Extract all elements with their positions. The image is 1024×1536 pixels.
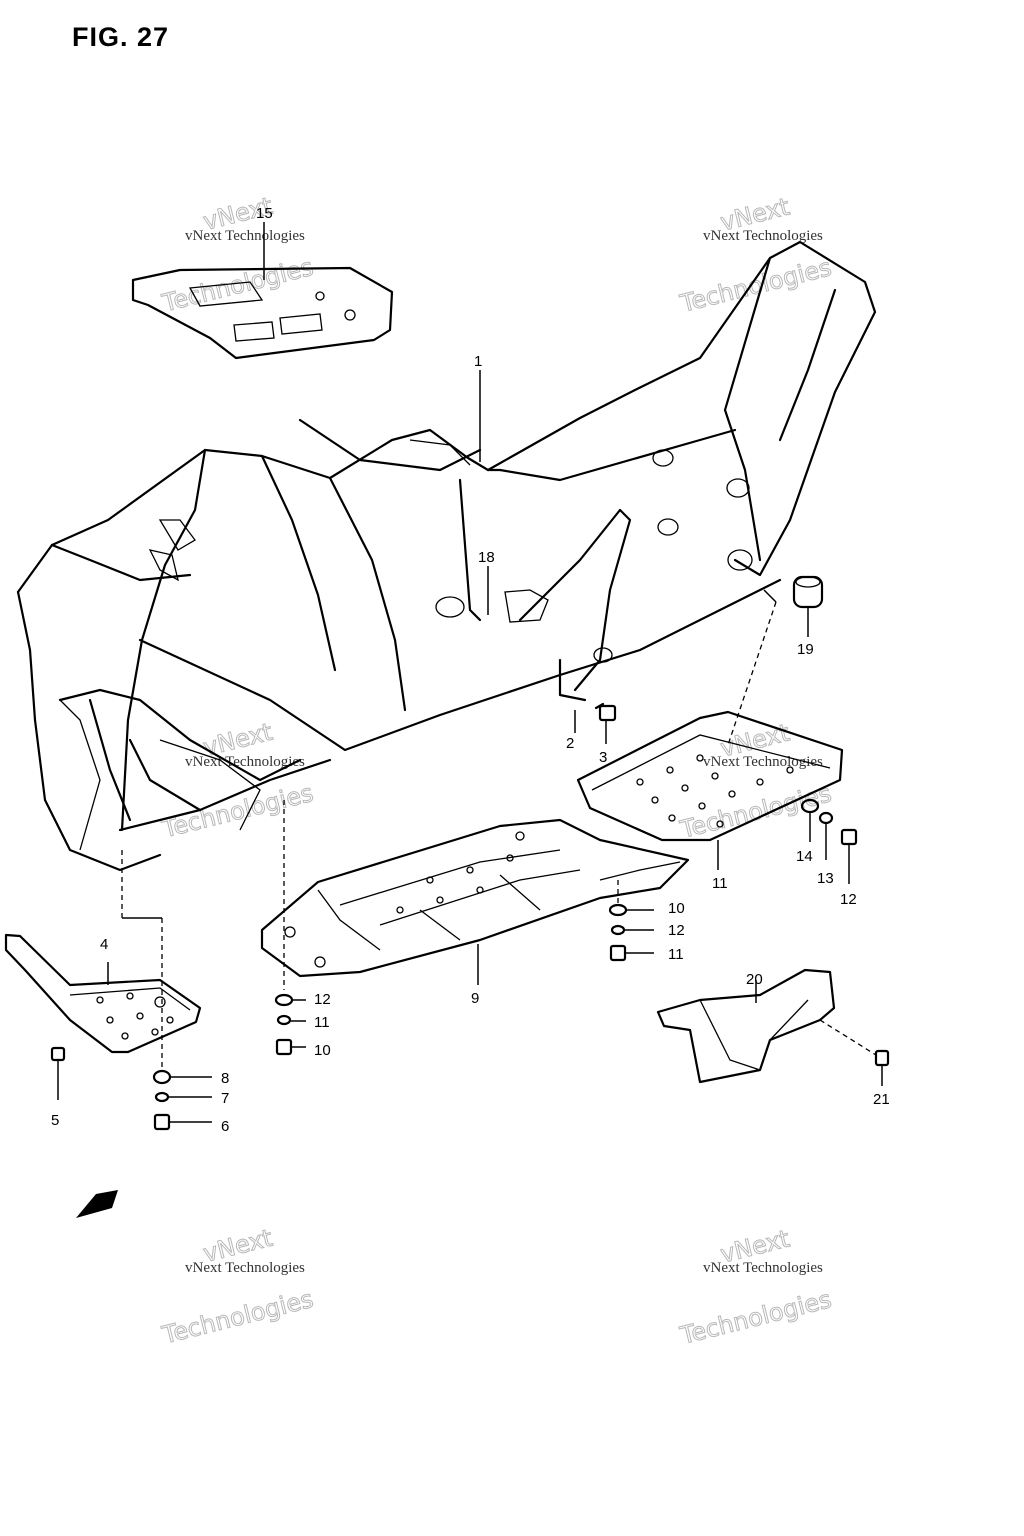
part-7-washer <box>154 1091 170 1103</box>
callout-4: 4 <box>100 936 108 953</box>
part-11-washer-b <box>610 924 626 936</box>
callout-6: 6 <box>221 1118 229 1135</box>
part-1-frame <box>16 240 877 872</box>
watermark-bottom-right: vNext vNext Technologies Technologies <box>676 1224 834 1351</box>
watermark-mid-left: vNext vNext Technologies Technologies <box>158 717 316 844</box>
part-3-bolt <box>594 702 617 722</box>
part-6-bolt <box>153 1113 171 1131</box>
callout-15: 13 <box>817 870 834 887</box>
callout-11a: 11 <box>314 1014 330 1031</box>
watermark-tech: Technologies <box>159 1285 316 1350</box>
callout-5: 5 <box>51 1112 59 1129</box>
callout-10b: 11 <box>668 946 684 963</box>
watermark-text: vNext Technologies <box>703 228 823 244</box>
part-12-washer-a <box>274 993 294 1007</box>
watermark-group: vNext vNext Technologies Technologies vN… <box>158 191 834 1351</box>
part-15-washer <box>818 811 834 825</box>
part-5-bolt <box>50 1046 66 1062</box>
part-19-bushing <box>792 575 824 609</box>
callout-11b: 12 <box>668 922 685 939</box>
watermark-text: vNext Technologies <box>185 1260 305 1276</box>
part-21-bolt <box>874 1049 890 1067</box>
leader-lines <box>57 222 883 1123</box>
callout-12a: 12 <box>314 991 331 1008</box>
watermark-bottom-left: vNext vNext Technologies Technologies <box>158 1223 316 1350</box>
callout-1: 1 <box>474 353 482 370</box>
watermark-top-left: vNext vNext Technologies Technologies <box>158 191 316 318</box>
part-8-nut <box>152 1069 172 1085</box>
callout-10a: 10 <box>314 1042 331 1059</box>
callout-17: 15 <box>256 205 273 222</box>
callout-2: 2 <box>566 735 574 752</box>
part-13-rear-skid-plate <box>576 710 844 842</box>
part-14-bolt <box>840 828 858 846</box>
watermark-top-right: vNext vNext Technologies Technologies <box>676 192 834 319</box>
callout-9: 9 <box>471 990 479 1007</box>
callout-8: 8 <box>221 1070 229 1087</box>
part-10-bolt-a <box>275 1038 293 1056</box>
watermark-tech: Technologies <box>159 779 316 844</box>
callout-7: 7 <box>221 1090 229 1107</box>
part-9-center-skid-plate <box>260 818 690 978</box>
part-17-cover-plate <box>131 266 394 360</box>
callout-16: 14 <box>796 848 813 865</box>
part-11-washer-a <box>276 1014 292 1026</box>
watermark-text: vNext Technologies <box>703 1260 823 1276</box>
callout-3: 3 <box>599 749 607 766</box>
callout-labels: 15 1 18 19 2 3 11 14 13 12 10 12 11 9 12… <box>51 205 890 1135</box>
callout-13: 11 <box>712 875 728 892</box>
watermark-tech: Technologies <box>677 1285 834 1350</box>
watermark-tech: Technologies <box>159 253 316 318</box>
callout-14: 12 <box>840 891 857 908</box>
callout-12b: 10 <box>668 900 685 917</box>
callout-21: 21 <box>873 1091 890 1108</box>
callout-19: 19 <box>797 641 814 658</box>
callout-20: 20 <box>746 971 763 988</box>
part-12-washer-b <box>608 903 628 917</box>
watermark-text: vNext Technologies <box>185 228 305 244</box>
figure-title: FIG. 27 <box>72 22 170 52</box>
callout-18: 18 <box>478 549 495 566</box>
front-arrow-icon <box>76 1190 118 1218</box>
part-10-bolt-b <box>609 944 627 962</box>
